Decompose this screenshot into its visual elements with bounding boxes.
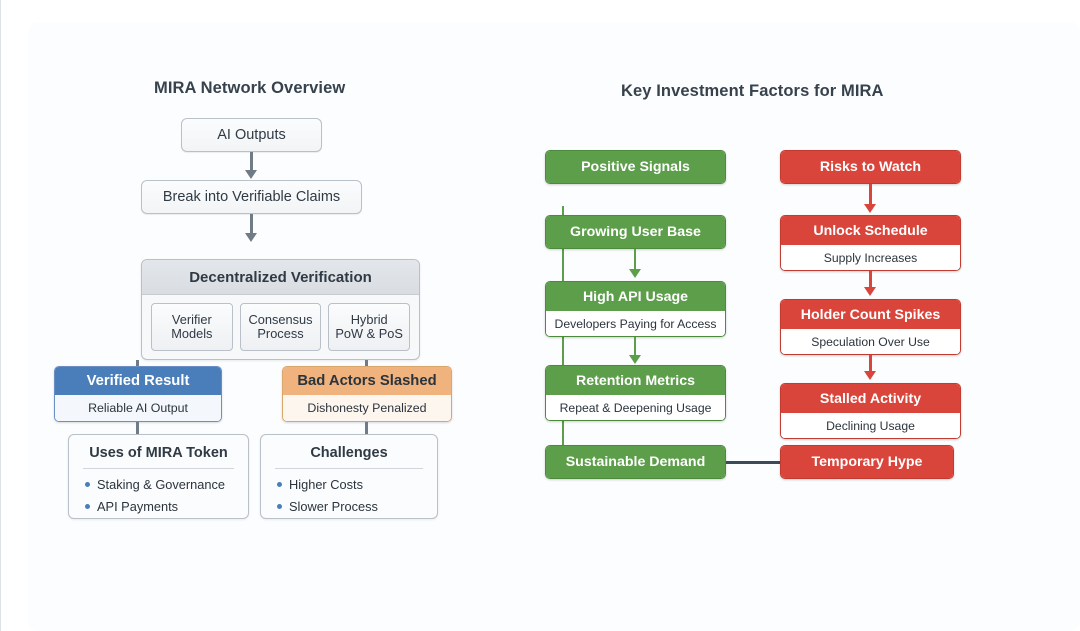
- arrow-ai-to-claims: [244, 170, 257, 179]
- positive-signals-header: Positive Signals: [546, 151, 725, 183]
- arrow-to-high-api-usage: [628, 269, 641, 278]
- holder-count-spikes-header: Holder Count Spikes: [781, 300, 960, 329]
- node-bad-actors-slashed[interactable]: Bad Actors Slashed Dishonesty Penalized: [282, 366, 452, 422]
- left-panel-title: MIRA Network Overview: [154, 79, 346, 97]
- canvas-left-edge: [0, 0, 1, 631]
- hybrid-pow-pos-line1: Hybrid: [350, 311, 388, 327]
- list-item: Slower Process: [277, 499, 423, 514]
- consensus-process-line2: Process: [257, 326, 304, 341]
- verification-items: Verifier Models Consensus Process Hybrid…: [142, 295, 419, 359]
- retention-metrics-header: Retention Metrics: [546, 366, 725, 395]
- node-temporary-hype[interactable]: Temporary Hype: [780, 445, 954, 479]
- connector-bad-actors-to-challenges: [365, 422, 368, 440]
- node-retention-metrics[interactable]: Retention Metrics Repeat & Deepening Usa…: [545, 365, 726, 421]
- list-item: Higher Costs: [277, 477, 423, 492]
- node-verified-result[interactable]: Verified Result Reliable AI Output: [54, 366, 222, 422]
- growing-user-base-header: Growing User Base: [546, 216, 725, 248]
- card-uses-of-mira-token[interactable]: Uses of MIRA Token Staking & Governance …: [68, 434, 249, 519]
- node-sustainable-demand[interactable]: Sustainable Demand: [545, 445, 726, 479]
- retention-metrics-sub: Repeat & Deepening Usage: [546, 395, 725, 420]
- connector-high-api-to-retention: [634, 337, 636, 359]
- unlock-schedule-sub: Supply Increases: [781, 245, 960, 270]
- high-api-usage-sub: Developers Paying for Access: [546, 311, 725, 336]
- connector-claims-to-verification: [250, 214, 253, 237]
- connector-unlock-to-holder: [869, 271, 872, 289]
- node-holder-count-spikes[interactable]: Holder Count Spikes Speculation Over Use: [780, 299, 961, 355]
- verification-header: Decentralized Verification: [142, 260, 419, 295]
- stalled-activity-sub: Declining Usage: [781, 413, 960, 438]
- verification-item-hybrid-pow-pos[interactable]: Hybrid PoW & PoS: [328, 303, 411, 351]
- node-decentralized-verification[interactable]: Decentralized Verification Verifier Mode…: [141, 259, 420, 360]
- arrow-claims-to-verification: [244, 233, 257, 242]
- node-stalled-activity[interactable]: Stalled Activity Declining Usage: [780, 383, 961, 439]
- node-positive-signals[interactable]: Positive Signals: [545, 150, 726, 184]
- card-challenges[interactable]: Challenges Higher Costs Slower Process: [260, 434, 438, 519]
- challenges-card-list: Higher Costs Slower Process: [275, 477, 423, 514]
- bad-actors-header: Bad Actors Slashed: [283, 367, 451, 395]
- connector-growing-to-high-api: [634, 249, 636, 271]
- consensus-process-line1: Consensus: [248, 311, 313, 327]
- verifier-models-line1: Verifier: [171, 311, 212, 327]
- arrow-to-unlock-schedule: [863, 204, 876, 213]
- verification-item-verifier-models[interactable]: Verifier Models: [151, 303, 233, 351]
- connector-sustainable-to-temporary-hype: [726, 461, 780, 464]
- verified-result-header: Verified Result: [55, 367, 221, 395]
- temporary-hype-header: Temporary Hype: [781, 446, 953, 478]
- sustainable-demand-header: Sustainable Demand: [546, 446, 725, 478]
- node-growing-user-base[interactable]: Growing User Base: [545, 215, 726, 249]
- challenges-card-title: Challenges: [275, 445, 423, 469]
- uses-card-list: Staking & Governance API Payments: [83, 477, 234, 514]
- connector-green-spine: [562, 206, 564, 470]
- node-break-claims[interactable]: Break into Verifiable Claims: [141, 180, 362, 214]
- right-panel-title: Key Investment Factors for MIRA: [621, 82, 884, 100]
- connector-risks-to-unlock: [869, 184, 872, 206]
- holder-count-spikes-sub: Speculation Over Use: [781, 329, 960, 354]
- high-api-usage-header: High API Usage: [546, 282, 725, 311]
- connector-verified-to-uses: [136, 422, 139, 440]
- verifier-models-line2: Models: [171, 326, 213, 341]
- node-ai-outputs[interactable]: AI Outputs: [181, 118, 322, 152]
- connector-holder-to-stalled: [869, 355, 872, 373]
- verified-result-sub: Reliable AI Output: [55, 395, 221, 421]
- bad-actors-sub: Dishonesty Penalized: [283, 395, 451, 421]
- list-item: API Payments: [85, 499, 234, 514]
- verification-item-consensus-process[interactable]: Consensus Process: [239, 303, 322, 351]
- slide-canvas: MIRA Network Overview AI Outputs Break i…: [28, 22, 1080, 631]
- hybrid-pow-pos-line2: PoW & PoS: [335, 326, 403, 341]
- unlock-schedule-header: Unlock Schedule: [781, 216, 960, 245]
- arrow-to-stalled-activity: [863, 371, 876, 380]
- node-unlock-schedule[interactable]: Unlock Schedule Supply Increases: [780, 215, 961, 271]
- arrow-to-holder-count-spikes: [863, 287, 876, 296]
- node-high-api-usage[interactable]: High API Usage Developers Paying for Acc…: [545, 281, 726, 337]
- uses-card-title: Uses of MIRA Token: [83, 445, 234, 469]
- arrow-to-retention-metrics: [628, 355, 641, 364]
- node-risks-to-watch[interactable]: Risks to Watch: [780, 150, 961, 184]
- stalled-activity-header: Stalled Activity: [781, 384, 960, 413]
- risks-to-watch-header: Risks to Watch: [781, 151, 960, 183]
- list-item: Staking & Governance: [85, 477, 234, 492]
- connector-ai-to-claims: [250, 152, 253, 174]
